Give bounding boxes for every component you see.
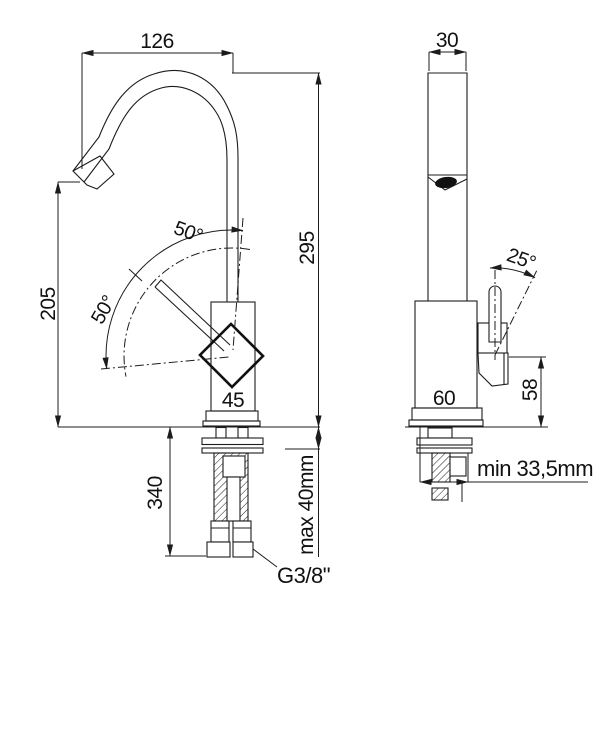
side-dim-30 [428, 48, 467, 71]
label-swivel-angle-lower: 50° [87, 292, 120, 328]
side-dim-min335 [419, 427, 588, 486]
side-dim-58 [509, 356, 546, 428]
label-lever-height: 58 [519, 379, 542, 401]
front-dim-295 [232, 72, 322, 428]
side-view: 30 25° 60 58 min 33,5mm [405, 29, 594, 502]
side-body [408, 300, 484, 427]
label-connection-thread: G3/8" [277, 563, 330, 588]
label-spout-reach: 126 [140, 30, 174, 53]
front-spout-curve-icon [72, 69, 239, 302]
label-lever-angle: 25° [504, 244, 539, 275]
front-dim-126 [81, 49, 234, 169]
front-dim-max40 [285, 426, 322, 557]
label-body-width: 45 [222, 389, 244, 412]
label-total-height: 295 [296, 231, 319, 265]
side-spout-column [427, 72, 468, 301]
side-undercounter [416, 427, 473, 502]
label-hose-length: 340 [144, 476, 167, 510]
front-dim-205 [54, 181, 80, 428]
front-handle [154, 279, 265, 389]
front-dim-340 [165, 426, 206, 557]
front-swivel-arcs [100, 217, 251, 377]
label-outlet-height: 205 [37, 287, 60, 321]
side-handle [477, 285, 509, 387]
label-body-depth: 60 [433, 387, 455, 410]
front-thread-leader [252, 548, 278, 568]
front-view: 126 295 205 50° 50° 45 340 max 40mm G3/8… [37, 30, 331, 588]
label-spout-depth: 30 [436, 29, 458, 52]
label-deck-thickness-max: max 40mm [295, 455, 318, 555]
aerator-outlet-icon [435, 176, 457, 189]
front-undercounter [201, 426, 264, 558]
side-lever-arc [489, 264, 539, 360]
label-hole-min: min 33,5mm [477, 456, 593, 481]
